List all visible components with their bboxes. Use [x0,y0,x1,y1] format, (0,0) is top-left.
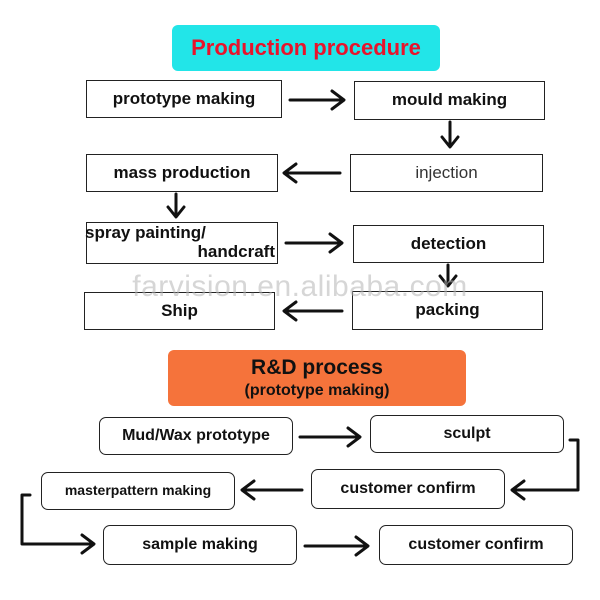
rd-step-masterpattern-making: masterpattern making [41,472,235,510]
production-title: Production procedure [191,35,421,60]
step-spray-painting: spray painting/ handcraft [85,222,278,264]
arrow-right-icon [288,89,346,111]
step-label: injection [415,162,478,182]
step-label: mass production [113,162,251,182]
step-label: mould making [391,90,508,110]
production-title-box: Production procedure [172,25,440,71]
arrow-down-icon [438,263,458,288]
step-label: sample making [142,536,258,554]
elbow-arrow-icon [510,438,580,501]
step-label: packing [415,300,480,320]
step-mould-making: mould making [354,81,545,120]
elbow-arrow-icon [20,493,96,555]
step-label: Mud/Wax prototype [122,427,270,445]
rd-title: R&D process [251,356,383,379]
step-label: masterpattern making [64,482,212,499]
arrow-left-icon [240,479,304,501]
rd-step-sculpt: sculpt [370,415,564,453]
arrow-left-icon [282,162,342,184]
step-ship: Ship [84,292,275,330]
arrow-right-icon [298,426,362,448]
rd-subtitle: (prototype making) [244,382,390,399]
arrow-right-icon [284,232,344,254]
step-mass-production: mass production [86,154,278,192]
rd-step-sample-making: sample making [103,525,297,565]
step-packing: packing [352,291,543,330]
rd-step-mud-wax-prototype: Mud/Wax prototype [99,417,293,455]
step-label: customer confirm [340,480,476,498]
rd-title-box: R&D process (prototype making) [168,350,466,406]
step-label-line1: spray painting/ [85,223,206,243]
step-label: prototype making [112,88,256,108]
step-label: detection [410,233,487,253]
arrow-right-icon [303,535,370,557]
step-label: sculpt [443,425,491,443]
arrow-left-icon [282,300,344,322]
step-label-line2: handcraft [197,242,275,261]
step-label: customer confirm [408,536,544,554]
step-detection: detection [353,225,544,263]
rd-step-customer-confirm-1: customer confirm [311,469,505,509]
step-injection: injection [350,154,543,192]
watermark-text: farvision.en.alibaba.com [132,270,468,303]
arrow-down-icon [166,192,186,219]
arrow-down-icon [440,120,460,149]
step-prototype-making: prototype making [86,80,282,118]
rd-step-customer-confirm-2: customer confirm [379,525,573,565]
step-label: Ship [161,300,198,320]
